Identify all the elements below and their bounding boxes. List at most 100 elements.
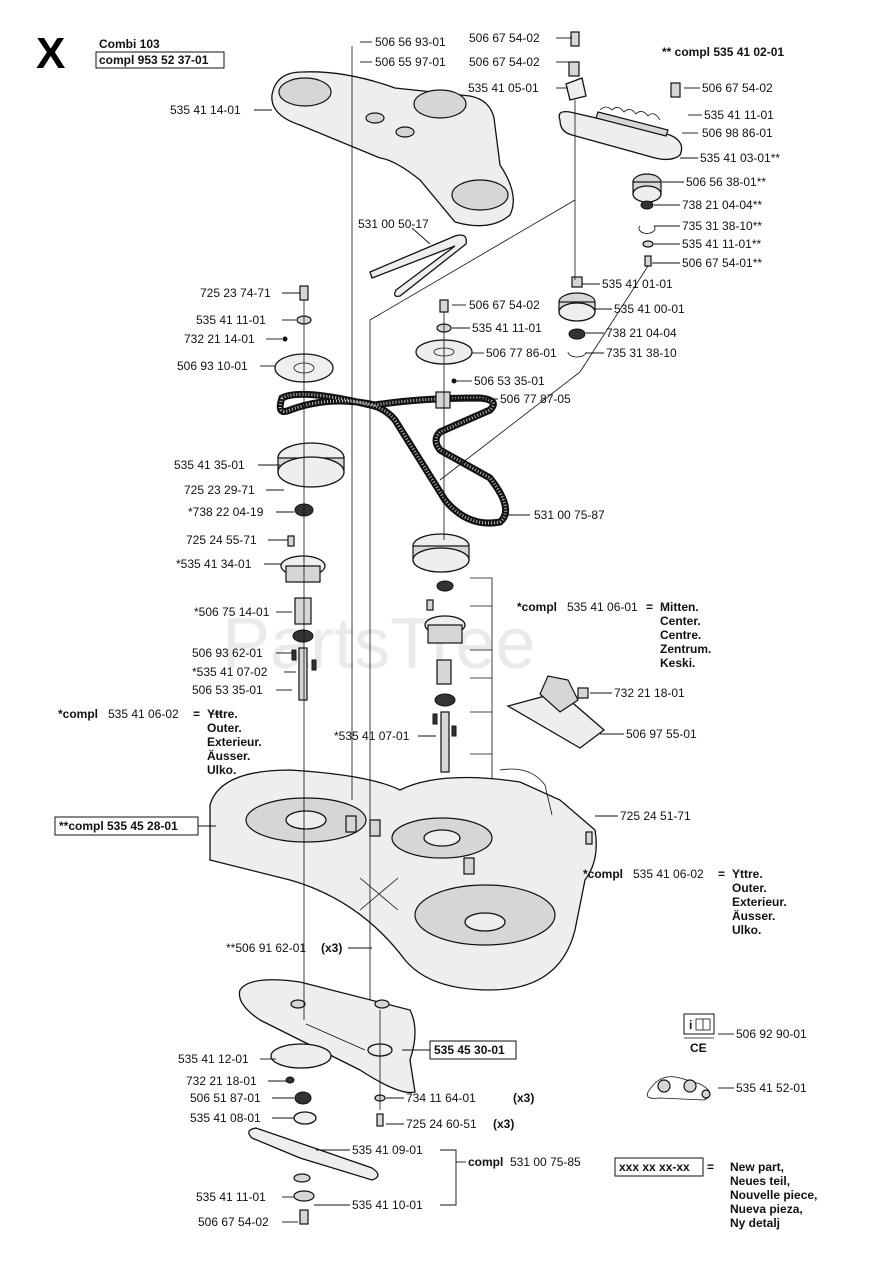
idler-pulley-part [558,276,596,358]
part-label: 725 23 29-71 [184,483,255,497]
part-label: 506 97 55-01 [626,727,697,741]
part-label: 535 41 52-01 [736,1081,807,1095]
part-label: 535 41 08-01 [190,1111,261,1125]
part-label: 535 41 00-01 [614,302,685,316]
part-label: 535 41 35-01 [174,458,245,472]
drive-belt-part [276,390,510,527]
svg-text:Yttre.: Yttre. [732,867,763,881]
svg-text:*compl: *compl [583,867,623,881]
svg-text:i: i [689,1018,692,1032]
part-label: 535 41 05-01 [468,81,539,95]
part-label: 506 93 62-01 [192,646,263,660]
svg-text:535 41 06-02: 535 41 06-02 [633,867,704,881]
small-belt-part [369,234,467,298]
svg-text:Center.: Center. [660,614,701,628]
part-label: 531 00 75-87 [534,508,605,522]
bracket-part [506,675,606,749]
belt-routing-icon [646,1076,711,1101]
part-label: 506 93 10-01 [177,359,248,373]
plate-kit-label: 535 45 30-01 [434,1043,505,1057]
part-label: 738 21 04-04 [606,326,677,340]
part-label: 535 41 11-01 [472,321,542,335]
part-label: 734 11 64-01 [406,1091,476,1105]
center-lines [303,46,649,1110]
part-label: 725 24 60-51 [406,1117,477,1131]
svg-text:Exterieur.: Exterieur. [207,735,262,749]
idler-arm-part [558,31,683,161]
svg-text:535 41 06-01: 535 41 06-01 [567,600,638,614]
svg-text:=: = [646,600,653,614]
assembly-number: compl 953 52 37-01 [99,53,209,67]
part-label: 506 67 54-02 [469,55,540,69]
part-label: 506 56 93-01 [375,35,446,49]
assembly-number-box [95,51,225,69]
part-label: *738 22 04-19 [188,505,264,519]
part-label: *535 41 07-01 [334,729,410,743]
svg-text:=: = [718,867,725,881]
part-label: 506 67 54-02 [702,81,773,95]
watermark: PartsTree [222,604,535,684]
svg-text:CE: CE [690,1041,707,1055]
svg-text:Ulko.: Ulko. [207,763,236,777]
svg-text:Nueva pieza,: Nueva pieza, [730,1202,803,1216]
plate-kit-box [429,1040,517,1060]
model-name: Combi 103 [99,37,160,51]
svg-text:=: = [193,707,200,721]
part-label: 506 67 54-02 [469,31,540,45]
part-label: 735 31 38-10** [682,219,762,233]
part-label: 732 21 14-01 [184,332,255,346]
tension-pulley-stack [632,173,662,267]
part-label: 506 77 86-01 [486,346,557,360]
part-label: 725 23 74-71 [200,286,271,300]
cover-plate-part [238,979,416,1094]
part-label: 732 21 18-01 [186,1074,257,1088]
part-label: 506 56 38-01** [686,175,766,189]
top-right-kit-label: ** compl 535 41 02-01 [662,45,784,59]
part-label: 506 92 90-01 [736,1027,807,1041]
svg-text:Neues teil,: Neues teil, [730,1174,790,1188]
svg-text:Mitten.: Mitten. [660,600,699,614]
blade-kit-prefix: compl [468,1155,503,1169]
part-label: 535 41 11-01 [196,1190,266,1204]
leader-lines [198,37,734,1223]
mower-deck-part [209,768,597,991]
part-label: 535 41 11-01** [682,237,762,251]
qty-label: (x3) [513,1091,534,1105]
part-label: *506 75 14-01 [194,605,270,619]
part-label: 506 51 87-01 [190,1091,261,1105]
part-label: 535 41 14-01 [170,103,241,117]
qty-label: (x3) [321,941,342,955]
svg-text:Outer.: Outer. [207,721,242,735]
outer-kit-right-group: *compl 535 41 06-02 = Yttre. Outer. Exte… [583,867,787,937]
center-kit-group: *compl 535 41 06-01 = Mitten. Center. Ce… [517,600,711,670]
part-label: 535 41 09-01 [352,1143,423,1157]
blade-stack-part [248,1043,386,1225]
left-spindle-stack [274,285,345,701]
svg-text:Yttre.: Yttre. [207,707,238,721]
part-label: **506 91 62-01 [226,941,306,955]
svg-text:Exterieur.: Exterieur. [732,895,787,909]
part-label: 535 41 11-01 [196,313,266,327]
svg-text:=: = [707,1160,714,1174]
deck-kit-box [54,816,199,836]
part-label: 535 41 11-01 [704,108,774,122]
outer-kit-left-group: *compl 535 41 06-02 = Yttre. Outer. Exte… [58,707,262,777]
part-labels: 506 56 93-01 506 55 97-01 535 41 14-01 5… [170,31,807,1229]
svg-text:535 41 06-02: 535 41 06-02 [108,707,179,721]
section-letter: X [36,29,65,78]
part-label: 535 41 12-01 [178,1052,249,1066]
pulley-cover-part [271,71,514,227]
svg-text:xxx xx xx-xx: xxx xx xx-xx [619,1160,690,1174]
blade-kit-number: 531 00 75-85 [510,1155,581,1169]
qty-label: (x3) [493,1117,514,1131]
manual-ce-icon: i CE [683,1013,715,1055]
part-label: 738 21 04-04** [682,198,762,212]
part-label: 506 67 54-02 [198,1215,269,1229]
part-label: 725 24 55-71 [186,533,257,547]
part-label: 535 41 10-01 [352,1198,423,1212]
part-label: 732 21 18-01 [614,686,685,700]
part-label: 531 00 50-17 [358,217,429,231]
svg-text:*compl: *compl [58,707,98,721]
part-label: 535 41 03-01** [700,151,780,165]
